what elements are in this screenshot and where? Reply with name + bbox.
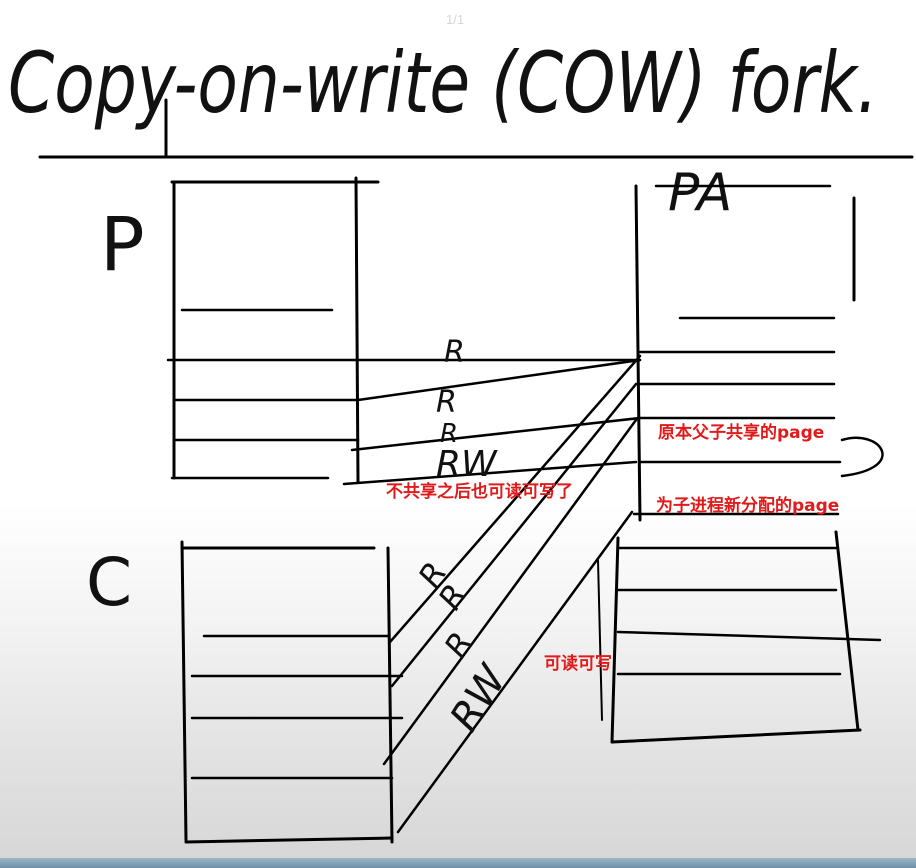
parent-perm-4: RW bbox=[436, 444, 498, 485]
viewer-bottom-bar bbox=[0, 858, 916, 868]
child-mappings bbox=[382, 354, 642, 834]
title-handwriting: Copy-on-write (COW) fork. bbox=[8, 34, 878, 132]
physical-memory-label: PA bbox=[668, 163, 732, 223]
page-counter: 1/1 bbox=[446, 12, 465, 27]
annotation-after-unshare: 不共享之后也可读可写了 bbox=[386, 482, 573, 502]
parent-mappings bbox=[342, 358, 642, 486]
child-process-label: C bbox=[86, 544, 132, 621]
annotation-read-write: 可读可写 bbox=[544, 654, 612, 674]
annotation-new-page: 为子进程新分配的page bbox=[656, 496, 840, 516]
physical-memory-column bbox=[597, 184, 884, 744]
child-perm-3: R bbox=[437, 625, 481, 664]
annotation-shared-page: 原本父子共享的page bbox=[658, 423, 825, 443]
parent-process-label: P bbox=[100, 202, 145, 288]
parent-perm-3: R bbox=[440, 419, 458, 449]
parent-perm-2: R bbox=[436, 385, 457, 420]
child-page-table bbox=[180, 540, 404, 844]
parent-page-table bbox=[166, 176, 642, 484]
parent-perm-1: R bbox=[444, 335, 465, 370]
